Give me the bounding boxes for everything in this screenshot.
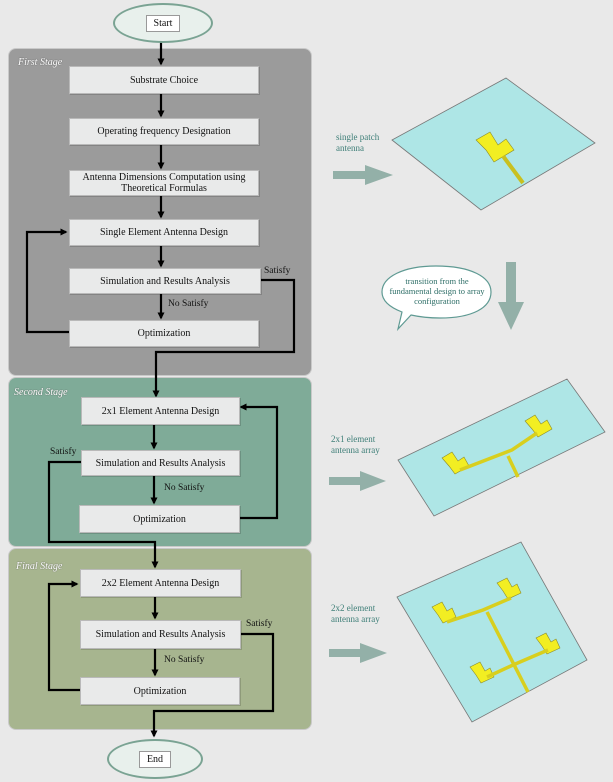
step-2x2-simulation: Simulation and Results Analysis bbox=[80, 620, 241, 649]
side-arrow-single bbox=[333, 165, 393, 185]
step-frequency-designation: Operating frequency Designation bbox=[69, 118, 259, 145]
step-substrate-choice: Substrate Choice bbox=[69, 66, 259, 94]
transition-bubble bbox=[381, 265, 492, 332]
array-2x2-substrate bbox=[396, 541, 588, 723]
transition-down-arrow bbox=[498, 262, 524, 330]
step-2x1-design: 2x1 Element Antenna Design bbox=[81, 397, 240, 425]
final-no-satisfy-label: No Satisfy bbox=[164, 655, 205, 665]
first-stage-title: First Stage bbox=[18, 57, 63, 68]
transition-label: transition from the fundamental design t… bbox=[389, 276, 485, 306]
final-stage-title: Final Stage bbox=[16, 561, 63, 572]
start-terminal: Start bbox=[113, 3, 213, 43]
start-label: Start bbox=[145, 14, 181, 32]
step-2x1-simulation: Simulation and Results Analysis bbox=[81, 450, 240, 476]
array-2x2-label: 2x2 element antenna array bbox=[331, 603, 380, 624]
step-dimensions-computation: Antenna Dimensions Computation using The… bbox=[69, 170, 259, 196]
step-single-simulation: Simulation and Results Analysis bbox=[69, 268, 261, 294]
first-no-satisfy-label: No Satisfy bbox=[168, 299, 209, 309]
single-patch-label: single patch antenna bbox=[336, 132, 380, 153]
single-patch bbox=[475, 131, 525, 185]
array-2x1-substrate bbox=[397, 378, 606, 517]
array-2x1-label: 2x1 element antenna array bbox=[331, 434, 380, 455]
step-single-optimization: Optimization bbox=[69, 320, 259, 347]
array-2x2-patches bbox=[431, 577, 561, 684]
step-2x2-optimization: Optimization bbox=[80, 677, 240, 705]
second-stage-title: Second Stage bbox=[14, 387, 68, 398]
first-satisfy-label: Satisfy bbox=[264, 266, 291, 276]
end-label: End bbox=[138, 750, 172, 768]
step-2x2-design: 2x2 Element Antenna Design bbox=[80, 569, 241, 597]
side-arrow-2x1 bbox=[329, 471, 386, 491]
step-single-element-design: Single Element Antenna Design bbox=[69, 219, 259, 246]
final-satisfy-label: Satisfy bbox=[246, 619, 273, 629]
array-2x2-feed bbox=[446, 596, 549, 693]
second-no-satisfy-label: No Satisfy bbox=[164, 483, 205, 493]
end-terminal: End bbox=[107, 739, 203, 779]
step-2x1-optimization: Optimization bbox=[79, 505, 240, 533]
array-2x1-feed bbox=[459, 431, 538, 478]
second-satisfy-label: Satisfy bbox=[50, 447, 77, 457]
side-arrow-2x2 bbox=[329, 643, 387, 663]
